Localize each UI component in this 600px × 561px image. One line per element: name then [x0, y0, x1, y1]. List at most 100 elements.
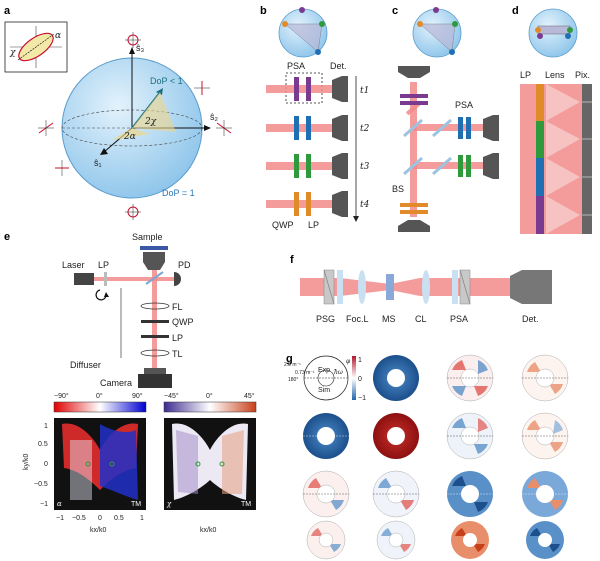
g-cell-r4c3 [451, 521, 489, 559]
xtick-4: 0.5 [114, 515, 124, 522]
panel-e-label: e [4, 231, 10, 243]
g-cell-r3c4 [522, 471, 568, 517]
kx-axis-label-2: kx/k0 [200, 527, 216, 534]
pd-label: PD [178, 260, 191, 270]
camera-label: Camera [100, 378, 132, 388]
kx-axis-label-1: kx/k0 [90, 527, 106, 534]
xtick-2: −0.5 [72, 515, 86, 522]
cb-zero: 0 [358, 376, 362, 383]
laser-label: Laser [62, 260, 85, 270]
lp-label-e: LP [98, 260, 109, 270]
panel-a: a α χ 2χ [4, 5, 232, 220]
diffuser-label: Diffuser [70, 360, 101, 370]
ytick-3: 0 [44, 461, 48, 468]
alpha-label: α [55, 31, 61, 41]
xtick-3: 0 [98, 515, 102, 522]
t4-label: t4 [360, 200, 370, 210]
chi-corner: χ [166, 500, 172, 508]
bs-label-c: BS [392, 184, 404, 194]
psa-label-f: PSA [450, 314, 468, 324]
map-alpha: −90° 0° 90° α TM ky/k0 kx/k0 [23, 392, 147, 534]
psa-label-b: PSA [287, 61, 305, 71]
ky-axis-label: ky/k0 [23, 454, 30, 470]
s2-label: ŝ₂ [210, 112, 219, 122]
lp-label-d: LP [520, 70, 531, 80]
g-cell-r2c3 [446, 412, 494, 460]
panel-b-label: b [260, 5, 267, 17]
alpha-tick-min: −90° [54, 392, 69, 400]
dop-equal-label: DoP = 1 [162, 188, 195, 198]
chi-colorbar [163, 401, 257, 413]
psa-label-c: PSA [455, 100, 473, 110]
panel-g: g Exp Sim 2.3 m⁻¹ 0.73 m⁻¹ 180° φ ħω 1 0… [284, 353, 569, 560]
qwp-label-e: QWP [172, 317, 194, 327]
g-cell-r1c3 [446, 354, 494, 402]
xtick-5: 1 [140, 515, 144, 522]
panel-d: d LP Lens Pix. [512, 5, 592, 234]
t3-label: t3 [360, 162, 370, 172]
dop-less-label: DoP < 1 [150, 76, 183, 86]
panel-e-setup: e Sample Laser LP PD Diffuser FL QWP LP … [4, 231, 194, 388]
det-label-b: Det. [330, 61, 347, 71]
hw-label: ħω [334, 369, 343, 376]
chi-tick-max: 45° [244, 392, 255, 400]
phi-label: φ [346, 358, 351, 365]
legend-polar: Exp Sim 2.3 m⁻¹ 0.73 m⁻¹ 180° φ ħω [284, 355, 351, 401]
cl-label: CL [415, 314, 427, 324]
alpha-tick-max: 90° [132, 392, 143, 400]
g-cell-r2c2 [373, 413, 419, 459]
lens-label-d: Lens [545, 70, 565, 80]
cb-min: −1 [358, 395, 366, 402]
g-cell-r4c1 [306, 520, 346, 560]
alpha-tm-tag: TM [131, 501, 141, 508]
xtick-1: −1 [56, 515, 64, 522]
panel-c: c PSA BS [392, 5, 499, 232]
t1-label: t1 [360, 86, 369, 96]
det-label-f: Det. [522, 314, 539, 324]
g-cell-r3c3 [447, 471, 493, 517]
g-cell-r2c1 [303, 413, 349, 459]
g-cell-r3c1 [302, 470, 350, 518]
panel-d-label: d [512, 5, 519, 17]
poincare-sphere: 2χ 2α ŝ₃ ŝ₂ ŝ₁ DoP < 1 DoP = 1 [61, 43, 219, 199]
alpha-corner: α [57, 500, 62, 508]
qwp-label-b: QWP [272, 220, 294, 230]
time-rows [266, 76, 348, 217]
g-cell-r4c4 [526, 521, 564, 559]
s1-label: ŝ₁ [94, 158, 102, 168]
two-alpha-label: 2α [123, 132, 136, 142]
cb-max: 1 [358, 357, 362, 364]
focl-label: Foc.L [346, 314, 369, 324]
tl-label: TL [172, 349, 183, 359]
g-colorbar [352, 356, 356, 400]
chi-label: χ [9, 48, 16, 58]
g-cell-r2c4 [521, 412, 569, 460]
chi-tick-mid: 0° [206, 392, 213, 400]
panel-f: f PSG Foc.L MS CL PSA Det. [290, 254, 552, 324]
panel-g-label: g [286, 353, 293, 365]
chi-tm-tag: TM [241, 501, 251, 508]
ytick-1: 1 [44, 423, 48, 430]
panel-c-label: c [392, 5, 398, 17]
map-alpha-ticks: 1 0.5 0 −0.5 −1 −1 −0.5 0 0.5 1 [34, 423, 144, 522]
polarization-ellipse-inset: α χ [4, 21, 68, 73]
ytick-4: −0.5 [34, 481, 48, 488]
panel-b: b PSA Det. t1 t2 t3 t4 [260, 5, 370, 230]
t2-label: t2 [360, 124, 370, 134]
fl-label: FL [172, 302, 183, 312]
radius-inner-label: 0.73 m⁻¹ [295, 370, 315, 376]
panel-f-label: f [290, 254, 294, 266]
alpha-tick-mid: 0° [96, 392, 103, 400]
angle-label: 180° [288, 377, 298, 383]
sim-label: Sim [318, 387, 330, 394]
exp-label: Exp [318, 367, 330, 374]
polarization-glyphs [38, 32, 232, 220]
g-cell-r4c2 [376, 520, 416, 560]
psg-label: PSG [316, 314, 335, 324]
chi-tick-min: −45° [164, 392, 179, 400]
g-cell-r1c4 [521, 354, 569, 402]
ms-label: MS [382, 314, 396, 324]
map-chi: −45° 0° 45° χ TM kx/k0 [163, 392, 257, 534]
sample-label: Sample [132, 232, 163, 242]
